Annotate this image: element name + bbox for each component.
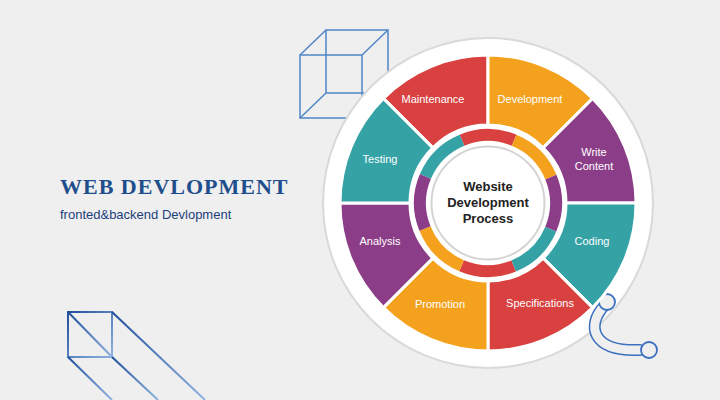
segment-label: Testing <box>345 153 415 167</box>
segment-shape <box>543 98 636 203</box>
center-circle: Website Development Process <box>430 145 546 261</box>
wheel-shadow <box>322 37 654 369</box>
page-title: WEB DEVLOPMENT <box>60 174 289 200</box>
segment-label: Coding <box>557 235 627 249</box>
wheel-disc <box>324 39 652 367</box>
segment-shape <box>488 258 593 351</box>
segment-label: Specifications <box>496 297 584 311</box>
wire-beam <box>68 312 205 400</box>
circle-shape <box>432 147 545 260</box>
subtitle-label: fronted&backend Devlopment <box>60 207 231 222</box>
segment-label: Development <box>490 93 570 107</box>
hook-ornament <box>595 294 657 358</box>
segment-shape <box>340 98 433 203</box>
segment-label: Analysis <box>345 235 415 249</box>
center-title: Website Development Process <box>438 179 538 228</box>
segment-shape <box>340 203 433 308</box>
segment-label: Promotion <box>405 298 475 312</box>
segment-label: Write Content <box>566 146 622 174</box>
segment-label: Maintenance <box>393 93 473 107</box>
